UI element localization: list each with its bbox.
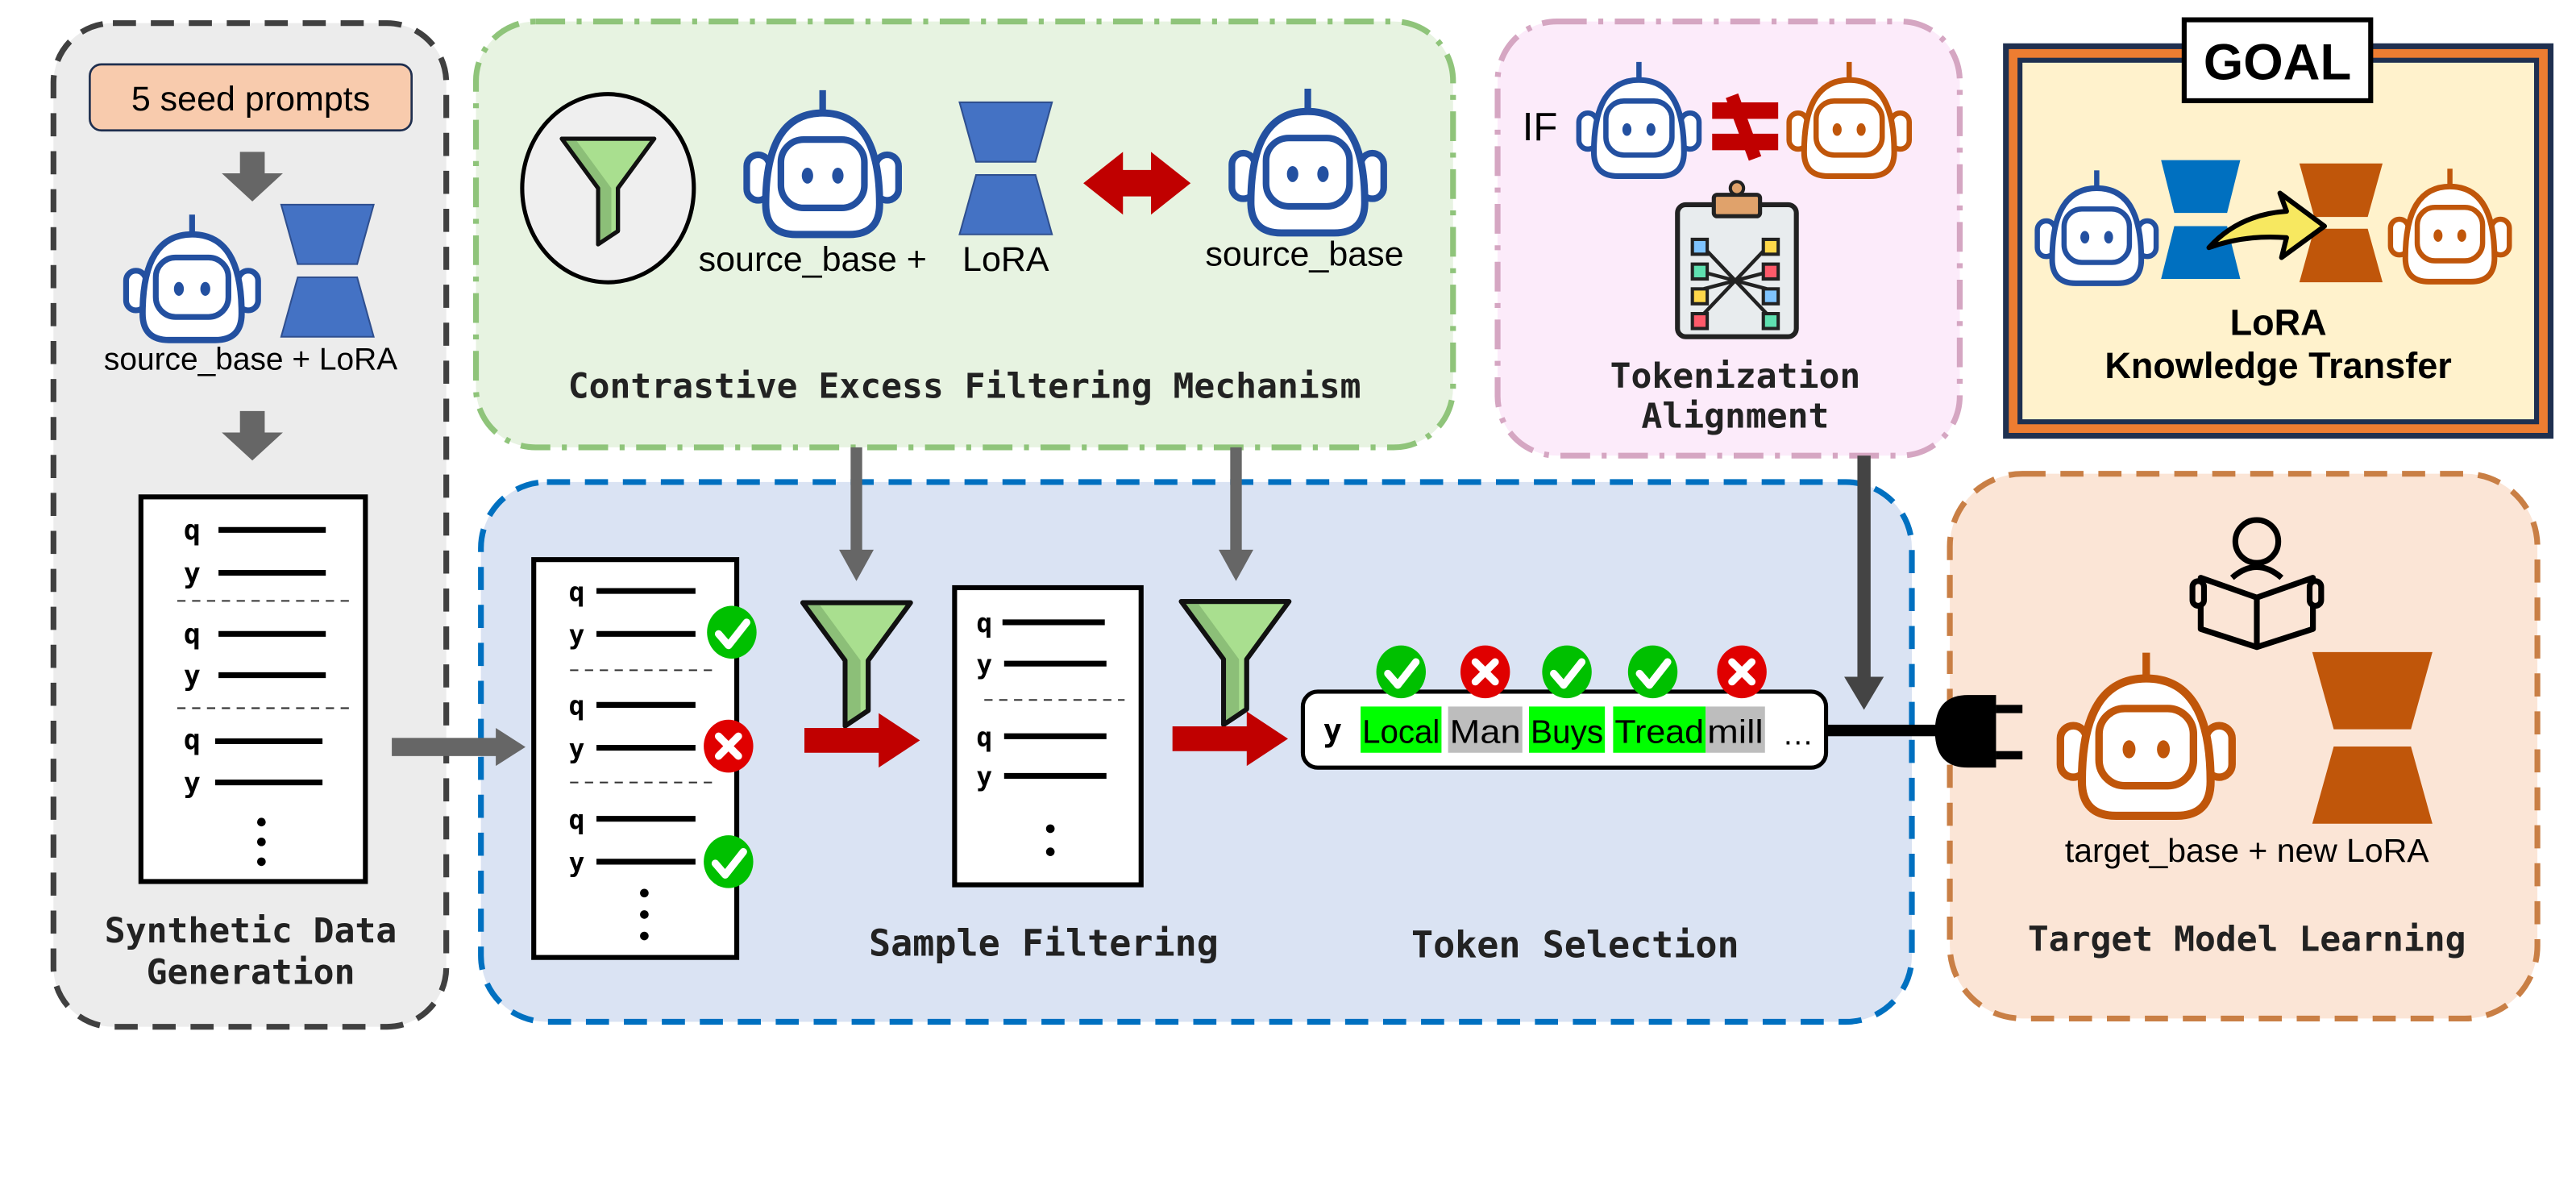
rejected-token-highlight: [1706, 706, 1765, 753]
sample-row: q y: [569, 691, 754, 773]
goal-title: LoRA: [2230, 302, 2327, 343]
q-label: q: [184, 515, 201, 547]
token-text: Tread: [1614, 713, 1704, 750]
keep-check-icon: [1628, 646, 1677, 699]
target-title: Target Model Learning: [2028, 919, 2466, 959]
sample-filtering-input-doc: q y q y q y: [531, 557, 757, 960]
target-lora-label: target_base + new LoRA: [2065, 832, 2429, 869]
down-arrow-icon: [222, 152, 283, 202]
q-label: q: [569, 576, 585, 607]
q-label: q: [569, 691, 585, 722]
goal-panel: GOAL LoRA Knowledge Transfer: [2003, 17, 2554, 439]
keep-check-icon: [704, 835, 753, 888]
transfer-arrow-icon: [2206, 190, 2328, 260]
clipboard-icon: [1675, 180, 1799, 339]
connectors: [392, 447, 1884, 767]
y-label: y: [569, 620, 585, 651]
tokenization-title: Tokenization: [1610, 356, 1861, 397]
y-label: y: [976, 649, 992, 680]
token-ellipsis: …: [1782, 717, 1814, 752]
source-lora-label: source_base + LoRA: [104, 343, 397, 377]
plug-connector: [1826, 695, 2023, 768]
source-base-label: source_base: [1205, 235, 1403, 274]
lora-label: LoRA: [962, 240, 1049, 279]
y-label: y: [184, 767, 201, 800]
token-chip: Tread: [1613, 706, 1706, 753]
selected-token-highlight: [1613, 706, 1706, 753]
filter-arrow-icon: [1172, 711, 1288, 767]
sample-filtering-output-doc: q y q y: [952, 584, 1144, 888]
q-label: q: [976, 722, 992, 753]
contrastive-filtering-panel: source_base + LoRA source_base Contrasti…: [472, 19, 1456, 451]
y-label: y: [184, 558, 201, 590]
keep-check-icon: [1542, 646, 1591, 699]
tokenization-panel: IF Tokenization Alignment: [1494, 19, 1963, 459]
filter-arrow-icon: [804, 713, 920, 768]
q-label: q: [184, 725, 201, 757]
down-arrow-icon: [839, 549, 875, 581]
y-label: y: [569, 847, 585, 878]
y-label: y: [976, 762, 992, 792]
seed-prompts-label: 5 seed prompts: [131, 80, 370, 119]
down-arrow-icon: [1844, 676, 1884, 710]
y-label: y: [569, 734, 585, 764]
tokenization-title-line2: Alignment: [1641, 396, 1829, 436]
token-text: Buys: [1531, 713, 1603, 750]
synthetic-title: Synthetic Data: [105, 911, 397, 951]
not-equal-icon: [1712, 93, 1779, 161]
right-arrow-icon: [496, 728, 526, 767]
drop-cross-icon: [1717, 646, 1766, 699]
q-label: q: [184, 619, 201, 651]
sample-row: q y: [569, 576, 757, 659]
contrastive-title: Contrastive Excess Filtering Mechanism: [568, 366, 1361, 406]
sample-row: q y: [569, 805, 754, 888]
token-selection-title: Token Selection: [1411, 924, 1739, 967]
source-lora-label: source_base +: [699, 240, 927, 279]
plug-icon: [1934, 695, 1996, 768]
token-chip: Man: [1448, 706, 1523, 753]
token-text: Local: [1362, 713, 1440, 750]
reader-icon: [2189, 517, 2325, 651]
synthetic-data-panel: 5 seed prompts source_base + LoRA q y q …: [50, 20, 450, 1030]
selected-token-highlight: [1361, 706, 1442, 753]
drop-cross-icon: [1460, 646, 1510, 699]
goal-title-line2: Knowledge Transfer: [2104, 345, 2451, 386]
token-chip: Local: [1361, 706, 1442, 753]
token-text: mill: [1707, 713, 1764, 750]
keep-check-icon: [707, 606, 756, 659]
target-model-panel: target_base + new LoRA Target Model Lear…: [1947, 471, 2541, 1022]
down-arrow-icon: [1218, 549, 1253, 581]
token-chip: mill: [1706, 706, 1765, 753]
compare-arrow-icon: [1083, 152, 1191, 215]
seed-prompts-box: [89, 63, 413, 132]
token-text: Man: [1450, 713, 1521, 750]
token-prefix-y: y: [1323, 713, 1342, 749]
drop-cross-icon: [704, 720, 753, 773]
sample-filtering-title: Sample Filtering: [869, 922, 1219, 965]
q-label: q: [976, 608, 992, 638]
synthetic-dataset-doc: q y q y q y: [138, 494, 368, 884]
goal-badge: [2181, 17, 2374, 103]
synthetic-title-line2: Generation: [147, 952, 355, 992]
selected-token-highlight: [1528, 706, 1606, 753]
goal-badge-label: GOAL: [2204, 34, 2351, 90]
keep-check-icon: [1377, 646, 1426, 699]
rejected-token-highlight: [1448, 706, 1523, 753]
if-label: IF: [1523, 106, 1558, 149]
q-label: q: [569, 805, 585, 835]
token-chip: Buys: [1528, 706, 1606, 753]
down-arrow-icon: [222, 410, 283, 461]
y-label: y: [184, 660, 201, 692]
